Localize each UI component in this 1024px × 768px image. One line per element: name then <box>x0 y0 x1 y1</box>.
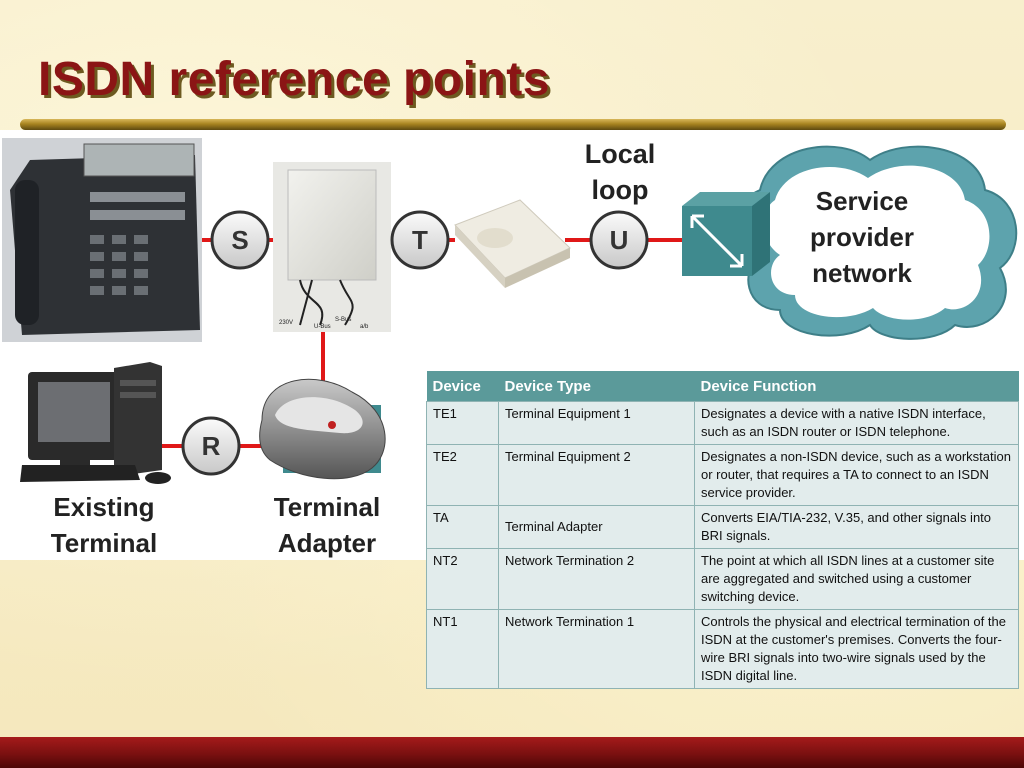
header-device-function: Device Function <box>694 371 1019 402</box>
terminal-adapter-image <box>259 378 386 480</box>
point-u-circle <box>589 210 649 270</box>
point-r-circle <box>181 416 241 476</box>
device-table: Device Device Type Device Function TE1 T… <box>426 371 1019 689</box>
cell-function: Designates a non-ISDN device, such as a … <box>694 444 1019 506</box>
cell-function: Controls the physical and electrical ter… <box>694 609 1019 689</box>
cell-function: Converts EIA/TIA-232, V.35, and other si… <box>694 505 1019 549</box>
slide-title: ISDN reference points <box>38 53 550 106</box>
nt2-label-sbus: S-Bus <box>335 317 351 323</box>
point-s-circle <box>210 210 270 270</box>
local-loop-label: Local loop <box>574 136 666 208</box>
nt1-device-image <box>454 199 571 288</box>
cloud-line-1: Service <box>815 186 909 216</box>
cell-function: The point at which all ISDN lines at a c… <box>694 548 1019 610</box>
cloud-line-3: network <box>812 258 912 288</box>
cloud-line-2: provider <box>809 222 915 252</box>
header-device: Device <box>426 371 499 402</box>
table-row: TE2 Terminal Equipment 2 Designates a no… <box>426 444 1019 506</box>
table-row: NT2 Network Termination 2 The point at w… <box>426 548 1019 610</box>
isdn-diagram: 230V U-Bus S-Bus a/b S T U R <box>0 130 1024 560</box>
header-device-type: Device Type <box>498 371 695 402</box>
point-t-circle <box>390 210 450 270</box>
cell-device: NT2 <box>426 548 499 610</box>
nt2-label-ubus: U-Bus <box>314 324 331 330</box>
cell-function: Designates a device with a native ISDN i… <box>694 401 1019 445</box>
nt2-label-ab: a/b <box>360 324 369 330</box>
point-r-label: R <box>202 431 221 461</box>
table-row: NT1 Network Termination 1 Controls the p… <box>426 609 1019 689</box>
existing-terminal-computer-image <box>20 362 171 484</box>
table-row: TE1 Terminal Equipment 1 Designates a de… <box>426 401 1019 445</box>
terminal-adapter-line-2: Adapter <box>277 528 377 558</box>
terminal-adapter-line-1: Terminal <box>273 492 381 522</box>
table-row: TA Terminal Adapter Converts EIA/TIA-232… <box>426 505 1019 549</box>
local-loop-line-2: loop <box>591 175 649 205</box>
cloud-label: Service provider network <box>792 183 932 291</box>
title-underline-bar <box>20 119 1006 130</box>
isdn-switch-icon <box>682 192 770 276</box>
table-header-row: Device Device Type Device Function <box>426 371 1019 402</box>
cell-device: TA <box>426 505 499 549</box>
point-t-label: T <box>412 225 428 255</box>
cell-device: TE2 <box>426 444 499 506</box>
cell-device: NT1 <box>426 609 499 689</box>
footer-bar <box>0 737 1024 768</box>
cell-type: Network Termination 2 <box>498 548 695 610</box>
existing-terminal-line-1: Existing <box>53 492 155 522</box>
local-loop-line-1: Local <box>584 139 656 169</box>
nt2-label-230v: 230V <box>279 320 293 326</box>
point-s-label: S <box>231 225 248 255</box>
existing-terminal-line-2: Terminal <box>50 528 158 558</box>
cell-type: Terminal Equipment 2 <box>498 444 695 506</box>
terminal-adapter-label: Terminal Adapter <box>257 489 397 561</box>
existing-terminal-label: Existing Terminal <box>34 489 174 561</box>
point-u-label: U <box>610 225 629 255</box>
cell-type: Network Termination 1 <box>498 609 695 689</box>
diagram-graphics: 230V U-Bus S-Bus a/b S T U R <box>0 130 1024 560</box>
cell-device: TE1 <box>426 401 499 445</box>
nt2-device-image: 230V U-Bus S-Bus a/b <box>273 162 391 332</box>
isdn-telephone-image <box>2 138 202 342</box>
cell-type: Terminal Equipment 1 <box>498 401 695 445</box>
cell-type: Terminal Adapter <box>498 505 695 549</box>
